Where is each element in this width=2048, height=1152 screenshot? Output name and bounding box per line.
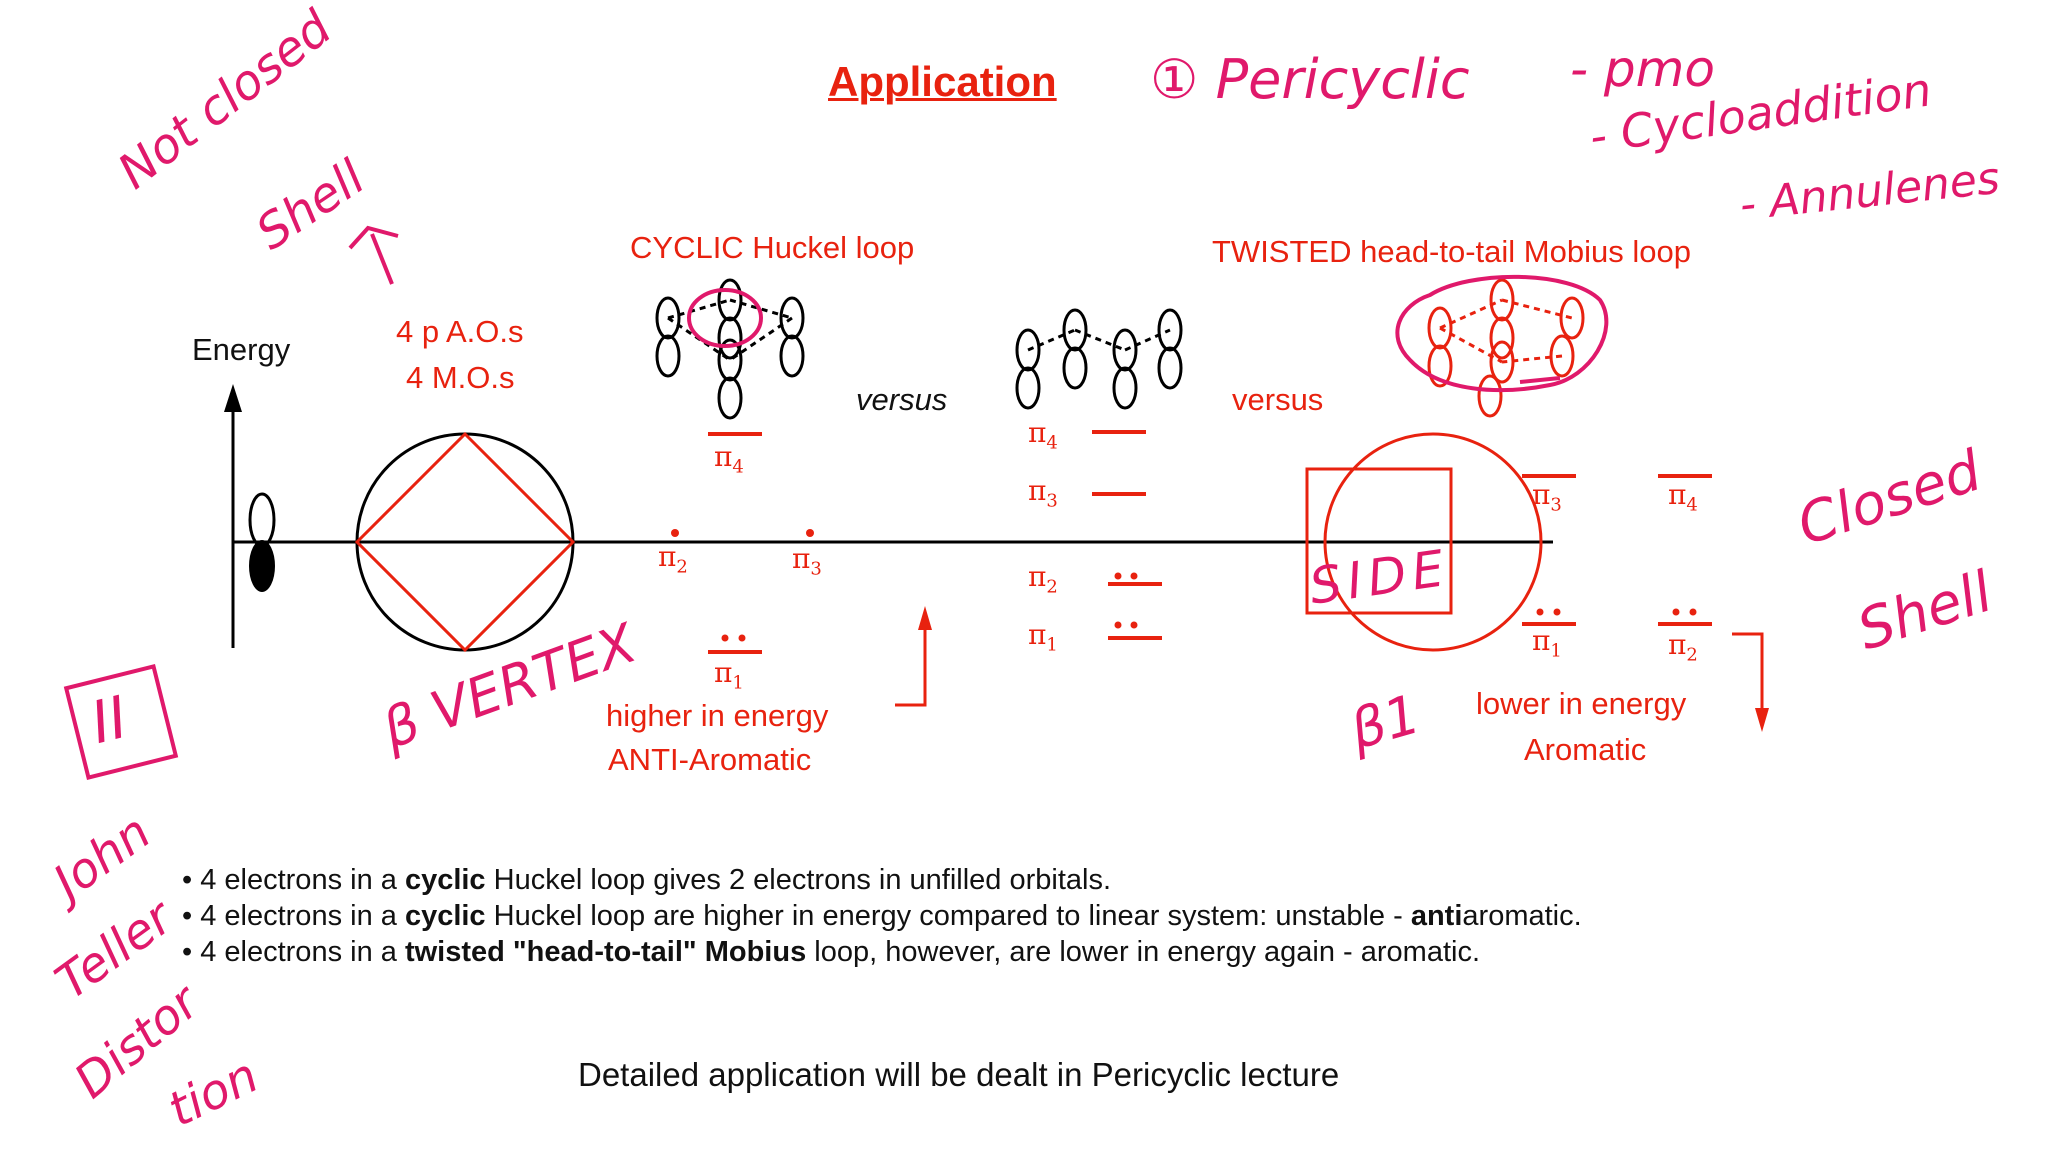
frost-square (1305, 467, 1453, 615)
lower-arrow (1732, 632, 1764, 718)
linear-chain-icon (1015, 308, 1183, 410)
bullet-3: • 4 electrons in a twisted "head-to-tail… (182, 936, 1481, 968)
huckel-electron-pi3 (806, 529, 814, 537)
energy-arrow-icon (224, 384, 242, 412)
p-orbital-icon (248, 492, 276, 548)
huckel-pi4-label: π4 (714, 440, 744, 478)
versus-label-2: versus (1232, 382, 1324, 417)
energy-label: Energy (192, 332, 291, 367)
higher-label: higher in energy (606, 698, 829, 733)
ii-box (63, 664, 179, 780)
huckel-loop-icon (655, 278, 805, 420)
p-orbital-lobe (249, 540, 275, 592)
mobius-pi3-label: π3 (1532, 478, 1562, 516)
linear-pi4-label: π4 (1028, 416, 1058, 454)
up-arrow-icon (918, 606, 932, 630)
cyclic-label: CYCLIC Huckel loop (630, 230, 915, 265)
down-arrow-icon (1755, 708, 1769, 732)
bullet-2: • 4 electrons in a cyclic Huckel loop ar… (182, 900, 1582, 932)
huckel-pi3-label: π3 (792, 542, 822, 580)
huckel-pi1-label: π1 (714, 656, 744, 694)
mobius-loop-annotation (1395, 274, 1609, 393)
higher-arrow (895, 618, 927, 707)
frost-diamond (354, 431, 576, 653)
versus-label-1: versus (856, 382, 948, 417)
linear-pi3-label: π3 (1028, 474, 1058, 512)
lower-label: lower in energy (1476, 686, 1687, 721)
huckel-pi2-label: π2 (658, 540, 688, 578)
twisted-label: TWISTED head-to-tail Mobius loop (1212, 234, 1691, 269)
aromatic-label: Aromatic (1524, 732, 1647, 767)
hand-arrow (370, 233, 394, 285)
ao-label: 4 p A.O.s (396, 314, 524, 349)
mobius-pi4-label: π4 (1668, 478, 1698, 516)
huckel-electron-pi2 (671, 529, 679, 537)
anti-aromatic-label: ANTI-Aromatic (608, 742, 812, 777)
mobius-loop-icon (1427, 278, 1585, 418)
mobius-pi1-label: π1 (1532, 624, 1562, 662)
footer-note: Detailed application will be dealt in Pe… (578, 1056, 1340, 1093)
bullet-list: • 4 electrons in a cyclic Huckel loop gi… (182, 862, 1582, 970)
linear-pi1-label: π1 (1028, 618, 1058, 656)
annotation-pmo: - pmo (1570, 40, 1715, 98)
frost-circle-mobius (1323, 432, 1543, 652)
mobius-pi2-label: π2 (1668, 628, 1698, 666)
huckel-circle-annotation (687, 288, 763, 348)
page-title: Application (828, 58, 1057, 105)
linear-pi2-label: π2 (1028, 560, 1058, 598)
annotation-pericyclic: ① Pericyclic (1150, 48, 1470, 111)
mo-label: 4 M.O.s (406, 360, 515, 395)
hand-arrowhead-icon (348, 225, 399, 250)
bullet-1: • 4 electrons in a cyclic Huckel loop gi… (182, 864, 1112, 896)
